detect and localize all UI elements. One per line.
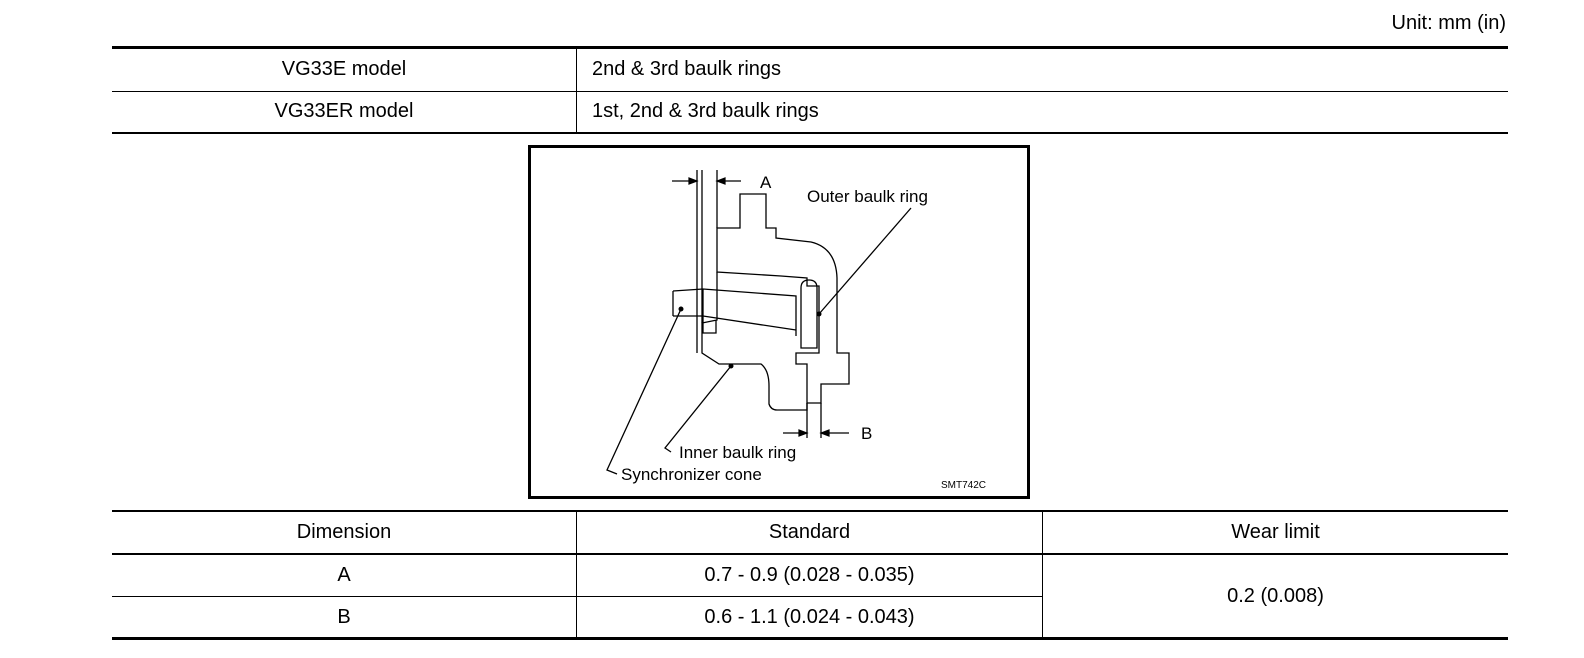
header-wear-limit: Wear limit (1231, 521, 1320, 543)
dimension-a-label: A (760, 173, 772, 192)
cone-lower-taper (673, 315, 797, 331)
model-name-vg33e: VG33E model (281, 58, 407, 80)
top-table-bottom-border (112, 132, 1508, 134)
inner-ring-leader (664, 365, 732, 453)
row-b-standard: 0.6 - 1.1 (0.024 - 0.043) (704, 606, 915, 628)
header-dimension: Dimension (296, 521, 392, 543)
inner-ring-outline (701, 272, 808, 411)
spec-table-column-divider-1 (576, 512, 577, 638)
row-a-dimension: A (337, 564, 351, 586)
sync-cone-leader (606, 308, 682, 475)
model-rings-vg33er: 1st, 2nd & 3rd baulk rings (592, 100, 819, 122)
row-b-dimension: B (337, 606, 351, 628)
synchronizer-cone-label: Synchronizer cone (621, 465, 762, 484)
top-table-border (112, 46, 1508, 49)
spec-table-column-divider-2 (1042, 512, 1043, 638)
wear-limit-value: 0.2 (0.008) (1227, 585, 1324, 607)
inner-baulk-ring-label: Inner baulk ring (679, 443, 796, 462)
top-table-column-divider (576, 49, 577, 133)
header-standard: Standard (768, 521, 851, 543)
spec-table-top-border (112, 510, 1508, 512)
dimension-b-label: B (861, 424, 872, 443)
outer-ring-leader (818, 207, 912, 315)
unit-note: Unit: mm (in) (1391, 12, 1506, 34)
spec-table-bottom-border (112, 637, 1508, 640)
spec-table-row-divider (112, 596, 1042, 597)
baulk-ring-diagram: A B Outer baulk ring Inner baulk ring Sy… (606, 170, 986, 491)
cone-left-block (672, 289, 717, 334)
top-table-row-divider (112, 91, 1508, 92)
baulk-ring-figure: A B Outer baulk ring Inner baulk ring Sy… (528, 145, 1030, 499)
outer-ring-outline (716, 193, 850, 404)
spec-table-header-divider (112, 553, 1508, 555)
model-name-vg33er: VG33ER model (274, 100, 414, 122)
cone-upper-taper (672, 288, 797, 336)
outer-baulk-ring-label: Outer baulk ring (807, 187, 928, 206)
row-a-standard: 0.7 - 0.9 (0.028 - 0.035) (704, 564, 915, 586)
figure-code: SMT742C (941, 480, 986, 491)
model-rings-vg33e: 2nd & 3rd baulk rings (592, 58, 782, 80)
